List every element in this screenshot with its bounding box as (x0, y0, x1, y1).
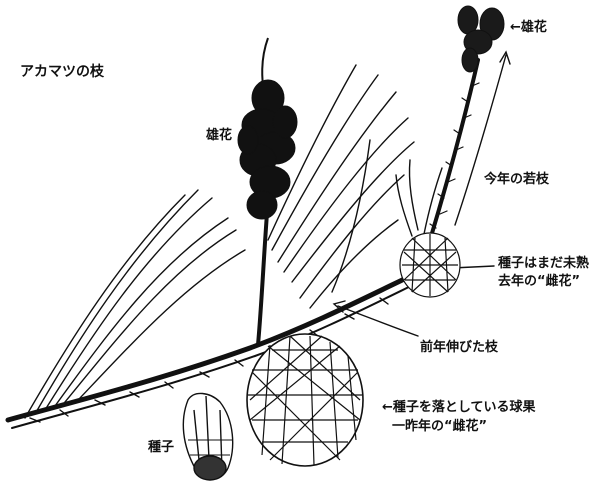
label-male-flower-top: ←雄花 (510, 20, 547, 36)
needle (300, 175, 404, 298)
arrow-young-shoot (455, 55, 506, 225)
needle (65, 230, 236, 402)
needle (310, 220, 398, 308)
leader-stem (258, 200, 268, 345)
mature-cone (247, 334, 363, 466)
label-young-shoot: 今年の若枝 (484, 172, 549, 188)
label-immature-cone-line2: 去年の“雌花” (498, 274, 580, 290)
label-immature-cone-line1: 種子はまだ未熟 (498, 256, 589, 272)
arrow-last-year-growth (338, 306, 418, 336)
needle (272, 75, 378, 250)
diagram-title: アカマツの枝 (20, 64, 104, 80)
young-shoot-stem (430, 60, 478, 240)
label-mature-cone-line2: 一昨年の“雌花” (392, 419, 487, 435)
label-male-flower-left: 雄花 (206, 128, 232, 144)
needle (25, 195, 185, 418)
immature-cone (400, 233, 460, 297)
needle (409, 160, 418, 230)
seed-illustration (183, 393, 232, 480)
main-branch (8, 262, 440, 420)
male-flower-cluster-top (458, 6, 504, 72)
label-seed: 種子 (148, 440, 174, 456)
label-last-year-growth: 前年伸びた枝 (420, 340, 498, 356)
label-mature-cone-line1: ←種子を落としている球果 (382, 400, 536, 416)
male-flower-cluster-left (238, 38, 297, 219)
